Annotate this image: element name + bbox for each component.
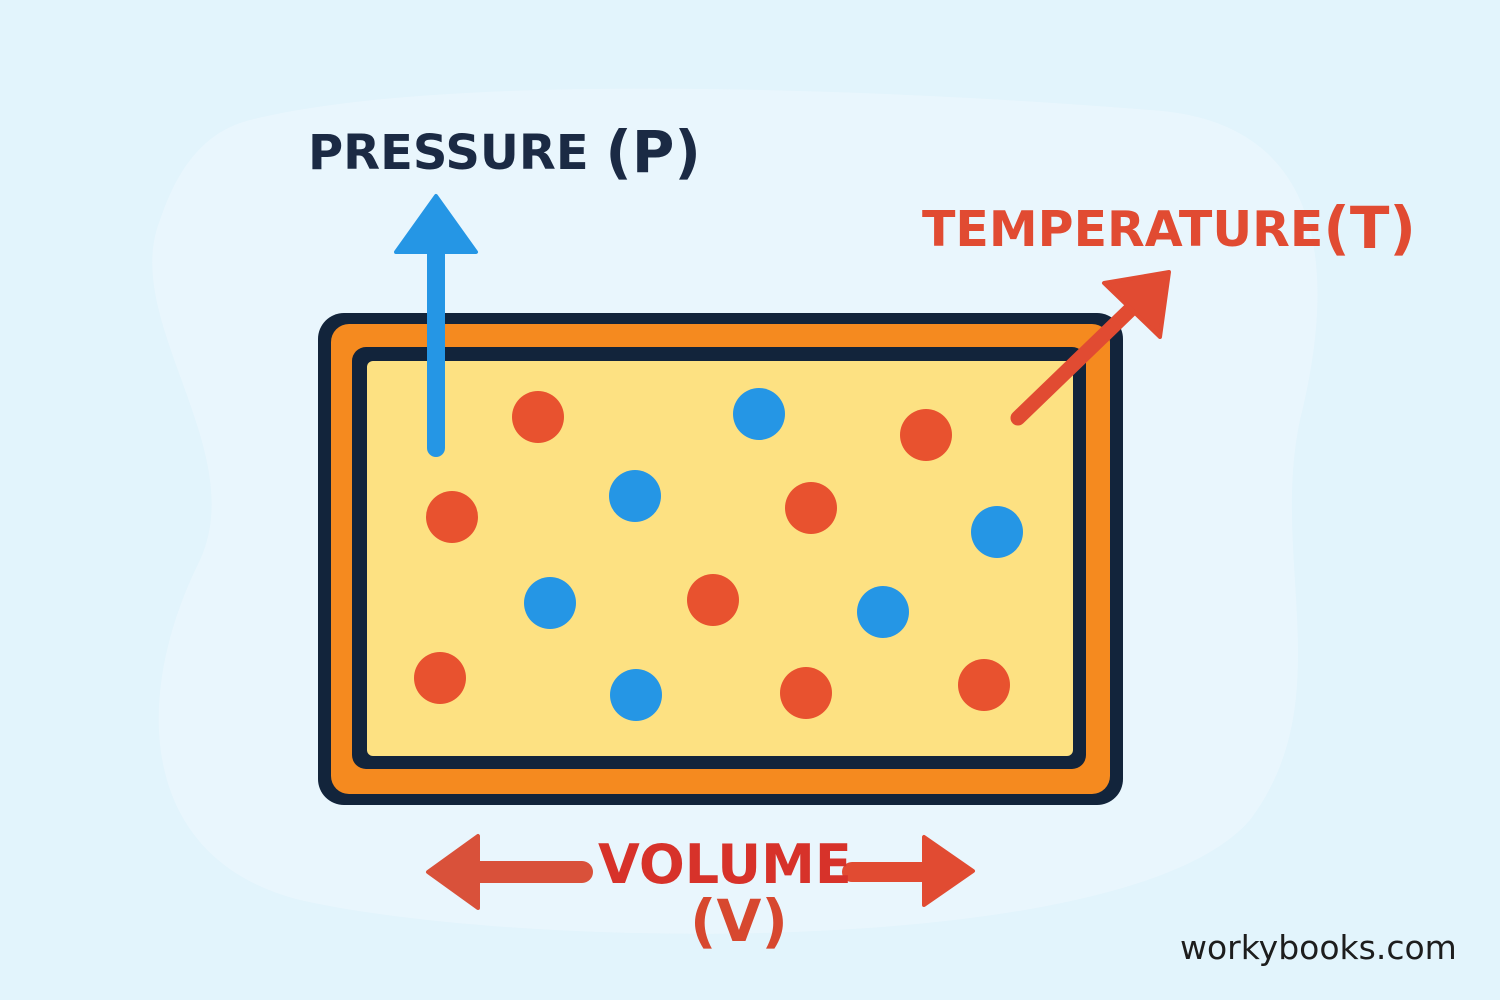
hot-particle <box>687 574 739 626</box>
site-watermark: workybooks.com <box>1180 928 1457 967</box>
cold-particle <box>971 506 1023 558</box>
hot-particle <box>780 667 832 719</box>
cold-particle <box>610 669 662 721</box>
cold-particle <box>733 388 785 440</box>
temperature-arrow <box>1010 270 1171 426</box>
hot-particle <box>958 659 1010 711</box>
hot-particle <box>900 409 952 461</box>
cold-particle <box>857 586 909 638</box>
volume-arrow-right <box>842 835 975 907</box>
hot-particle <box>414 652 466 704</box>
volume-label: VOLUME <box>598 833 852 896</box>
hot-particle <box>426 491 478 543</box>
particle-group <box>414 388 1023 721</box>
pressure-symbol: (P) <box>605 118 701 186</box>
temperature-label-text: TEMPERATURE <box>922 201 1324 258</box>
container-gas-region <box>367 361 1073 756</box>
cold-particle <box>524 577 576 629</box>
pressure-label-text: PRESSURE <box>308 125 589 181</box>
temperature-symbol: (T) <box>1323 194 1416 262</box>
pressure-label: PRESSURE (P) <box>308 120 701 181</box>
cold-particle <box>609 470 661 522</box>
pressure-arrow <box>394 194 478 457</box>
temperature-label: TEMPERATURE(T) <box>922 197 1416 258</box>
volume-symbol: (V) <box>690 887 788 955</box>
hot-particle <box>785 482 837 534</box>
volume-arrow-left <box>426 834 593 910</box>
hot-particle <box>512 391 564 443</box>
